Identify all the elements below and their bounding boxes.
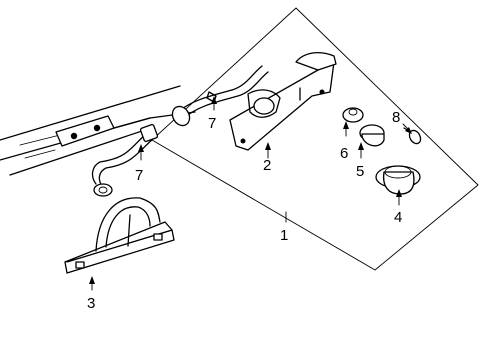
callout-3: 3 bbox=[87, 295, 95, 312]
bumper-section bbox=[0, 85, 196, 176]
callout-2: 2 bbox=[263, 157, 271, 174]
leader-lines bbox=[89, 96, 412, 291]
mounting-bracket bbox=[229, 51, 337, 151]
callout-1: 1 bbox=[280, 227, 288, 244]
callout-5: 5 bbox=[356, 163, 364, 180]
callout-6: 6 bbox=[340, 145, 348, 162]
callout-labels: 1 2 3 4 5 6 7 7 8 bbox=[87, 109, 402, 312]
assembly-panel bbox=[151, 7, 479, 271]
callout-4: 4 bbox=[394, 209, 402, 226]
lamp-housing bbox=[64, 197, 175, 274]
callout-7-upper: 7 bbox=[208, 115, 216, 132]
grommet bbox=[342, 107, 364, 123]
callout-7-lower: 7 bbox=[135, 167, 143, 184]
harness-upper bbox=[171, 65, 269, 127]
callout-8: 8 bbox=[392, 109, 400, 126]
lens bbox=[375, 165, 421, 195]
lamp-socket bbox=[359, 124, 385, 147]
harness-lower bbox=[91, 123, 159, 197]
